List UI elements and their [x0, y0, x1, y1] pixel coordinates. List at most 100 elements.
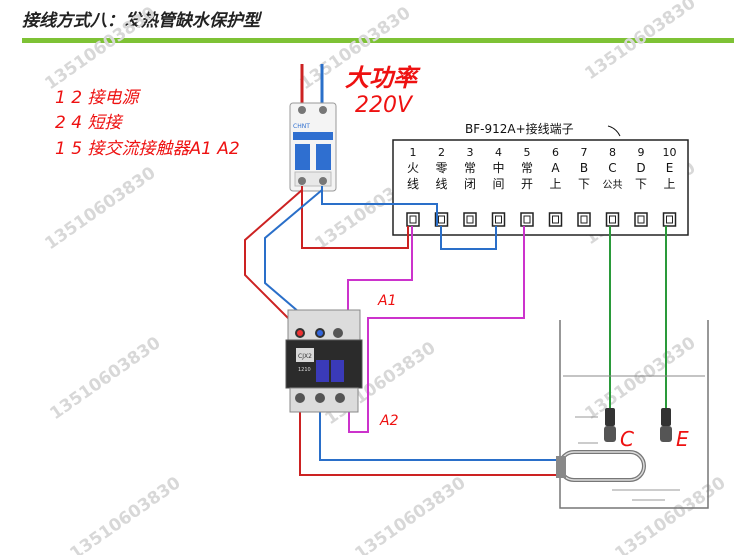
terminal-text: 公共 — [603, 179, 623, 191]
terminal-screw-head — [409, 215, 417, 224]
wire-live-to-terminal-1 — [301, 186, 409, 249]
contactor-rating: 1210 — [298, 367, 311, 373]
terminal-8: 8C 公共 — [603, 146, 623, 227]
terminal-screw — [548, 212, 563, 227]
heater-tube — [556, 450, 646, 482]
probe-e: E — [660, 408, 689, 451]
probe-label-e: E — [676, 427, 689, 451]
terminal-text: 开 — [521, 177, 533, 191]
terminal-text: 4 — [495, 146, 502, 159]
terminal-text: 间 — [492, 177, 504, 191]
label-pointer — [607, 125, 621, 137]
terminal-1: 1 火线 — [406, 146, 420, 227]
terminal-6: 6A上 — [548, 146, 563, 227]
terminal-text: 零 — [435, 161, 447, 175]
terminal-text: 上 — [549, 177, 561, 191]
wire-contactor-to-heater-neutral — [319, 400, 560, 461]
terminal-text: 上 — [663, 177, 675, 191]
terminal-7: 7B下 — [577, 146, 591, 227]
terminal-text: A — [551, 161, 560, 175]
terminal-text: 3 — [467, 146, 474, 159]
terminal-text: 5 — [524, 146, 531, 159]
wire-neutral-to-terminal-2 — [321, 186, 438, 226]
watermark: 13510603830 — [581, 0, 699, 84]
terminal-text: 下 — [635, 177, 647, 191]
watermark: 13510603830 — [351, 473, 469, 555]
wire-contactor-to-heater-live — [299, 400, 560, 476]
coil-label-a1: A1 — [377, 293, 396, 309]
wire-neutral-to-contactor — [264, 189, 323, 331]
terminal-4: 4中间 — [491, 146, 506, 227]
terminal-screw-head — [495, 215, 502, 224]
terminal-text: 2 — [438, 146, 445, 159]
watermark: 13510603830 — [41, 3, 159, 94]
wires — [244, 186, 667, 476]
terminal-text: C — [608, 161, 616, 175]
watermark: 13510603830 — [581, 333, 699, 424]
terminal-text: 闭 — [464, 177, 476, 191]
watermark: 13510603830 — [41, 163, 159, 254]
terminal-text: 线 — [407, 177, 419, 191]
watermark: 13510603830 — [611, 473, 729, 555]
terminal-text: 10 — [663, 146, 677, 159]
wire-live-to-contactor — [244, 189, 303, 331]
breaker-brand: CHNT — [293, 123, 310, 130]
terminal-5: 5 常开 — [520, 146, 534, 227]
terminal-2: 2 零线 — [434, 146, 449, 227]
terminal-text: 常 — [464, 161, 476, 175]
note-line-2: 2 4 短接 — [55, 113, 123, 133]
note-line-1: 1 2 接电源 — [55, 88, 141, 108]
voltage-label: 220V — [355, 93, 414, 118]
contactor-model: CJX2 — [298, 353, 312, 360]
terminal-screw — [577, 212, 591, 227]
terminal-screw-head — [580, 215, 588, 224]
terminal-screw — [463, 212, 477, 227]
terminal-screw-head — [552, 215, 559, 224]
circuit-breaker: CHNT — [289, 102, 337, 192]
terminal-text: 1 — [410, 146, 417, 159]
terminal-screw — [491, 212, 506, 227]
wire-coil-a2 — [348, 226, 525, 433]
watermark: 13510603830 — [66, 473, 184, 555]
terminal-screw — [605, 212, 620, 227]
terminal-text: 常 — [521, 161, 533, 175]
terminal-text: 下 — [578, 177, 590, 191]
wire-short-2-4 — [440, 226, 497, 250]
power-label: 大功率 — [345, 64, 421, 92]
wire-coil-a1 — [347, 226, 413, 322]
terminal-text: 火 — [407, 161, 419, 175]
terminal-text: 线 — [435, 177, 447, 191]
probe-label-c: C — [620, 427, 634, 451]
terminal-text: 8 — [609, 146, 616, 159]
terminal-screw-head — [438, 215, 445, 224]
terminal-text: 6 — [552, 146, 559, 159]
terminal-screw — [634, 212, 648, 227]
terminal-3: 3 常闭 — [463, 146, 477, 227]
terminal-screw-head — [466, 215, 474, 224]
terminal-9: 9D下 — [634, 146, 648, 227]
page-title: 接线方式八：发热管缺水保护型 — [22, 11, 260, 31]
terminal-block-label: BF-912A+接线端子 — [465, 121, 574, 136]
ac-contactor: CJX2 1210 — [285, 309, 363, 413]
terminal-screw — [662, 212, 677, 227]
terminal-text: D — [636, 161, 645, 175]
terminal-screw — [406, 212, 420, 227]
coil-label-a2: A2 — [379, 413, 399, 429]
probe-c: C — [604, 408, 634, 451]
watermark: 13510603830 — [46, 333, 164, 424]
terminal-screw-head — [523, 215, 531, 224]
terminal-text: 中 — [492, 160, 504, 175]
terminal-screw-head — [666, 215, 673, 224]
note-line-3: 1 5 接交流接触器A1 A2 — [55, 139, 240, 159]
title-underline — [22, 38, 734, 43]
terminal-text: 7 — [581, 146, 588, 159]
water-tank — [559, 320, 709, 509]
terminal-screw — [520, 212, 534, 227]
terminal-screw-head — [609, 215, 616, 224]
terminal-text: E — [666, 161, 674, 175]
terminal-text: B — [580, 161, 588, 175]
terminal-text: 9 — [638, 146, 645, 159]
